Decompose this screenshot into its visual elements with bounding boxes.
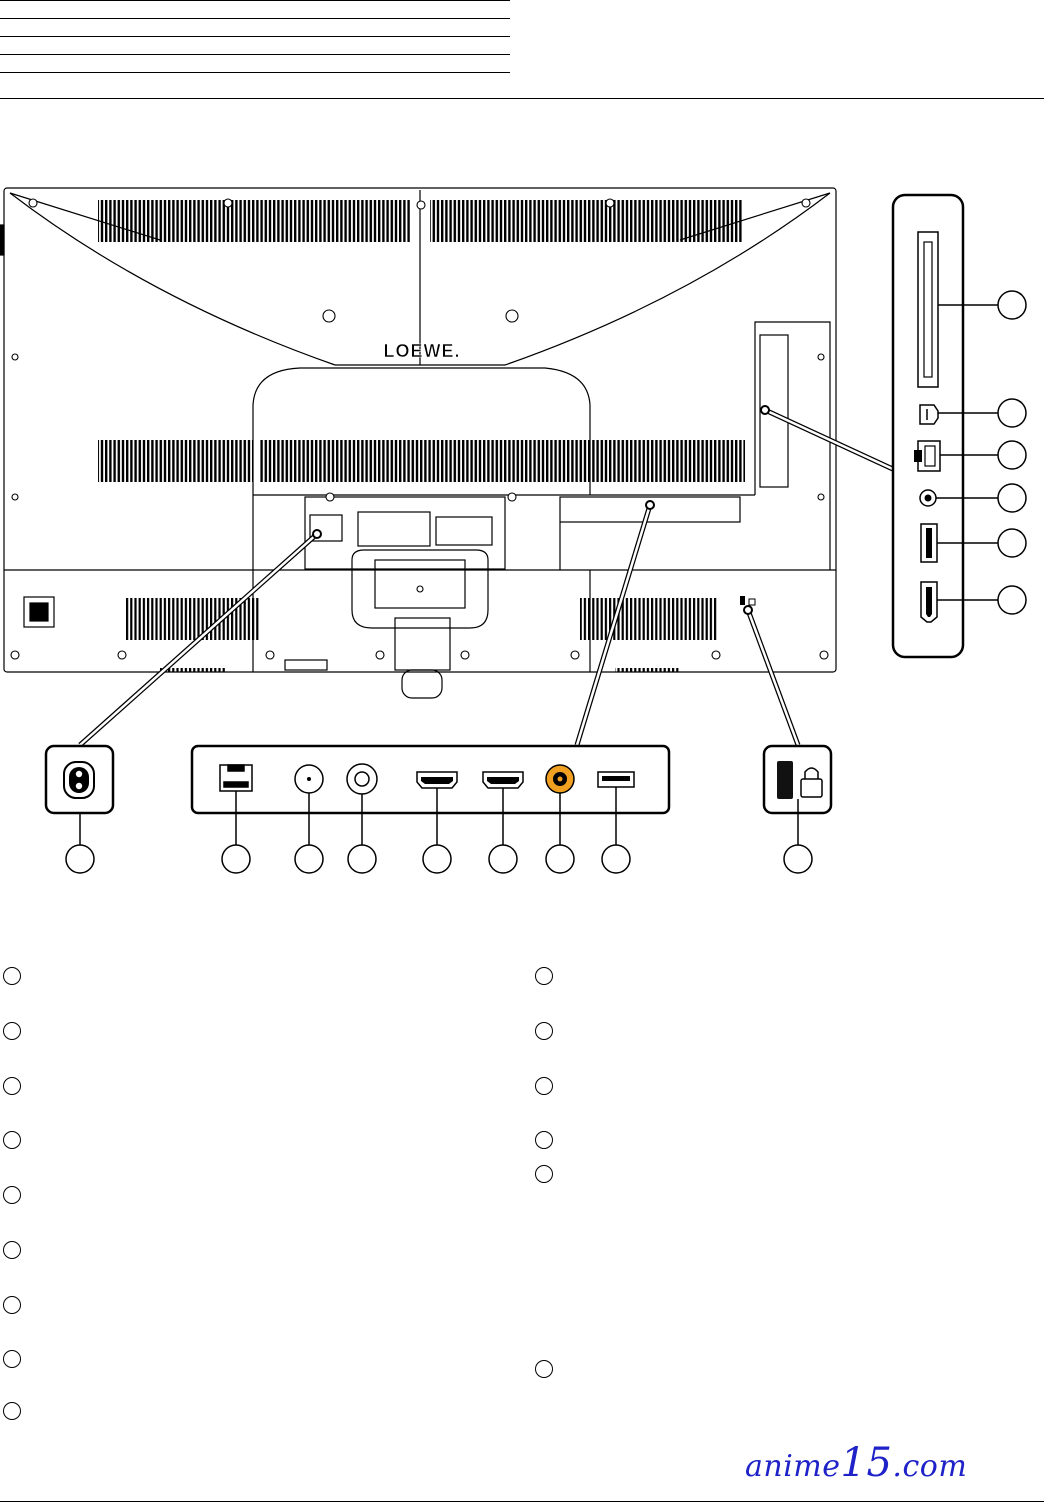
card-slot-icon [917, 231, 939, 388]
headphone-jack-icon [919, 489, 937, 507]
callout-marker [997, 440, 1027, 470]
header-rule-3 [0, 36, 510, 37]
legend-marker [3, 1077, 21, 1095]
callout-marker [997, 528, 1027, 558]
side-connector-panel [891, 193, 965, 659]
rca-port-icon [545, 764, 575, 794]
watermark: anime15.com [745, 1440, 967, 1486]
leader-lines [78, 405, 897, 747]
legend-marker [535, 967, 553, 985]
callout-marker [601, 844, 631, 874]
legend-marker [535, 1165, 553, 1183]
brand-logo: LOEWE. [384, 341, 461, 361]
common-interface-port-icon [919, 404, 939, 425]
legend-marker [535, 1131, 553, 1149]
callout-marker [545, 844, 575, 874]
callout-marker [997, 483, 1027, 513]
lan-port-icon [219, 764, 253, 792]
tv-back-panel [0, 187, 837, 699]
callout-marker [997, 398, 1027, 428]
callout-marker [422, 844, 452, 874]
footer-divider [0, 1501, 1044, 1502]
legend-marker [535, 1360, 553, 1378]
legend-marker [3, 1402, 21, 1420]
hdmi-port-icon [482, 771, 524, 789]
satellite-port-icon [346, 763, 378, 795]
tv-rear-diagram: LOEWE. [0, 187, 1027, 874]
header-divider [0, 98, 1044, 99]
lan-port-icon [914, 440, 941, 472]
callout-marker [347, 844, 377, 874]
header-rule-2 [0, 18, 510, 19]
legend-marker [535, 1022, 553, 1040]
callout-marker [783, 844, 813, 874]
power-socket-callout [44, 744, 115, 815]
watermark-suffix: .com [892, 1449, 968, 1484]
kensington-lock-icon [777, 761, 823, 799]
callout-marker [997, 290, 1027, 320]
screws [10, 198, 829, 660]
legend-marker [3, 1350, 21, 1368]
bottom-callout-markers [65, 787, 813, 874]
rear-lock-symbol [740, 596, 756, 606]
legend-marker [3, 1022, 21, 1040]
watermark-number: 15 [840, 1440, 893, 1486]
callout-marker [221, 844, 251, 874]
kensington-lock-callout [762, 744, 833, 815]
callout-marker [294, 844, 324, 874]
rear-connector-panel [190, 744, 671, 815]
callout-marker [488, 844, 518, 874]
usb-port-icon [920, 523, 938, 563]
antenna-port-icon [294, 764, 324, 794]
watermark-prefix: anime [745, 1449, 841, 1484]
ventilation-grilles [98, 200, 745, 672]
legend-marker [3, 1241, 21, 1259]
header-rule-5 [0, 72, 510, 73]
usb-port-icon [597, 771, 635, 788]
callout-marker [997, 585, 1027, 615]
side-callout-markers [936, 290, 1027, 615]
header-rule-1 [0, 0, 510, 1]
legend-marker [3, 967, 21, 985]
legend-marker [535, 1077, 553, 1095]
hdmi-port-icon [416, 771, 458, 789]
power-socket-icon [63, 761, 95, 799]
legend-marker [3, 1296, 21, 1314]
hdmi-port-icon [920, 581, 938, 623]
header-rule-4 [0, 54, 510, 55]
legend-marker [3, 1186, 21, 1204]
legend-marker [3, 1131, 21, 1149]
callout-marker [65, 844, 95, 874]
